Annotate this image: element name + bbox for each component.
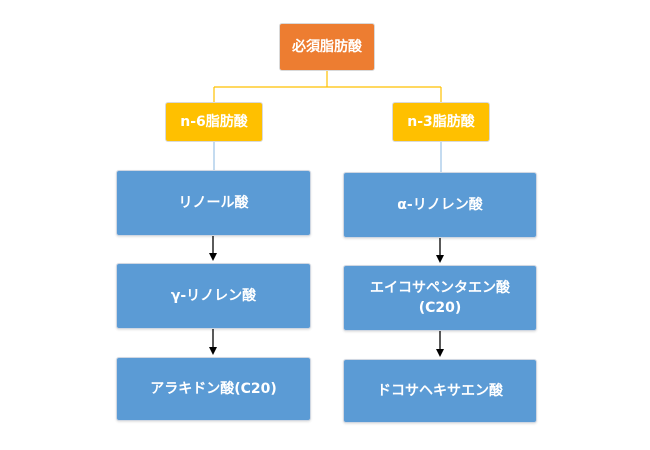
root-node-label: 必須脂肪酸 xyxy=(292,38,362,55)
n3-category-label: n-3脂肪酸 xyxy=(407,113,475,130)
n6-item-label: リノール酸 xyxy=(178,194,249,211)
n6-item-linoleic-acid: リノール酸 xyxy=(116,170,311,236)
n3-item-label: エイコサペンタエン酸 (C20) xyxy=(370,279,510,316)
n6-item-gamma-linolenic-acid: γ-リノレン酸 xyxy=(116,263,311,329)
n6-item-label: γ-リノレン酸 xyxy=(170,287,257,304)
n6-item-label: アラキドン酸(C20) xyxy=(150,380,277,397)
n6-item-arachidonic-acid: アラキドン酸(C20) xyxy=(116,357,311,421)
n3-item-eicosapentaenoic-acid: エイコサペンタエン酸 (C20) xyxy=(343,265,537,331)
n6-category-node: n-6脂肪酸 xyxy=(165,102,263,142)
n3-item-label: α-リノレン酸 xyxy=(397,196,483,213)
n3-item-label: ドコサヘキサエン酸 xyxy=(377,382,503,399)
n3-category-node: n-3脂肪酸 xyxy=(392,102,490,142)
n6-category-label: n-6脂肪酸 xyxy=(180,113,248,130)
root-node: 必須脂肪酸 xyxy=(279,23,375,71)
n3-item-alpha-linolenic-acid: α-リノレン酸 xyxy=(343,172,537,238)
n3-item-docosahexaenoic-acid: ドコサヘキサエン酸 xyxy=(343,359,537,423)
